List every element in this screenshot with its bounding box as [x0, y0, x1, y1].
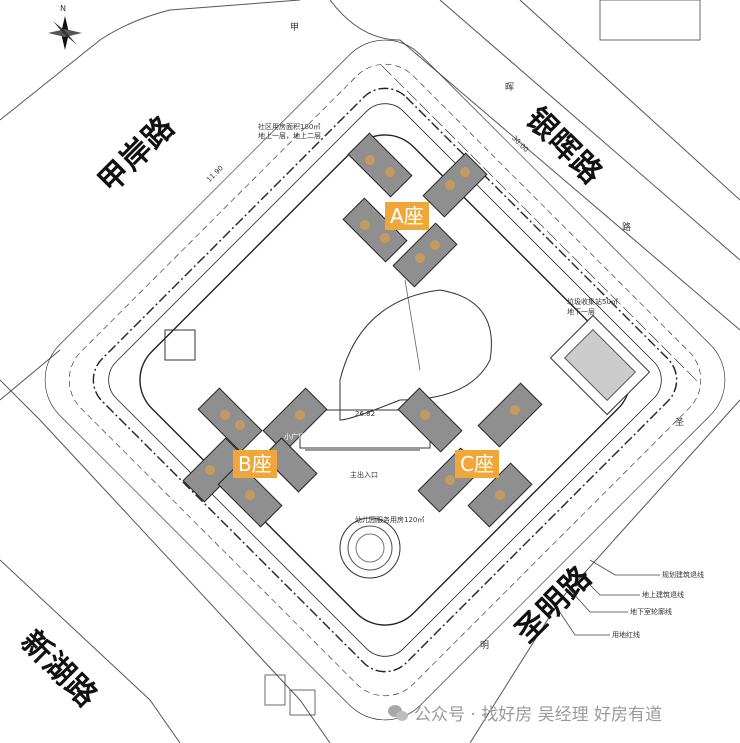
legend-leaders	[554, 559, 660, 636]
legend-item: 规划建筑退线	[662, 571, 704, 579]
road-edge	[439, 0, 740, 261]
central-canopy	[339, 289, 492, 421]
road-edge	[0, 559, 181, 743]
setback-line	[108, 103, 662, 657]
road-edge	[519, 0, 740, 201]
watermark: 公众号 · 找好房 吴经理 好房有道	[388, 700, 662, 725]
road-char: 晖	[505, 83, 515, 93]
road-line	[68, 63, 702, 697]
note-floors: 地上一层，地上二层	[258, 132, 321, 140]
road-edge	[0, 379, 331, 743]
legend-item: 用地红线	[612, 631, 640, 639]
compass-icon	[48, 16, 82, 50]
road-char: 甲	[290, 23, 300, 33]
tower-a-label: A座	[385, 202, 429, 230]
small-structure	[164, 329, 196, 361]
legend-item: 地上建筑退线	[642, 591, 684, 599]
road-char: 圣	[675, 418, 685, 428]
dim-center: 26.82	[355, 410, 376, 418]
red-line-boundary	[92, 87, 678, 673]
note-garbage-station: 垃圾收集站50㎡	[567, 298, 618, 306]
label-main-entrance: 主出入口	[350, 471, 378, 479]
road-edge	[329, 0, 740, 331]
garbage-station-building	[549, 314, 651, 416]
road-edge	[469, 399, 740, 743]
tower-c-label: C座	[455, 450, 499, 478]
road-edge	[0, 349, 61, 401]
fountain	[339, 517, 401, 579]
north-label: N	[60, 4, 66, 13]
road-char: 明	[480, 641, 490, 651]
unit-markers	[205, 155, 520, 500]
note-basement: 地下一层	[567, 308, 595, 316]
tower-b-label: B座	[233, 450, 277, 478]
legend-item: 地下室轮廓线	[630, 608, 672, 616]
note-kindergarten: 幼儿园服务用房120㎡	[355, 516, 425, 524]
road-line	[44, 39, 726, 721]
wechat-icon	[388, 704, 410, 722]
road-char: 路	[622, 223, 632, 233]
note-community-room: 社区用房面积180㎡	[258, 123, 321, 131]
watermark-text: 公众号 · 找好房 吴经理 好房有道	[414, 705, 663, 725]
road-edge	[0, 0, 301, 121]
label-small-plaza: 小广场	[284, 433, 305, 441]
